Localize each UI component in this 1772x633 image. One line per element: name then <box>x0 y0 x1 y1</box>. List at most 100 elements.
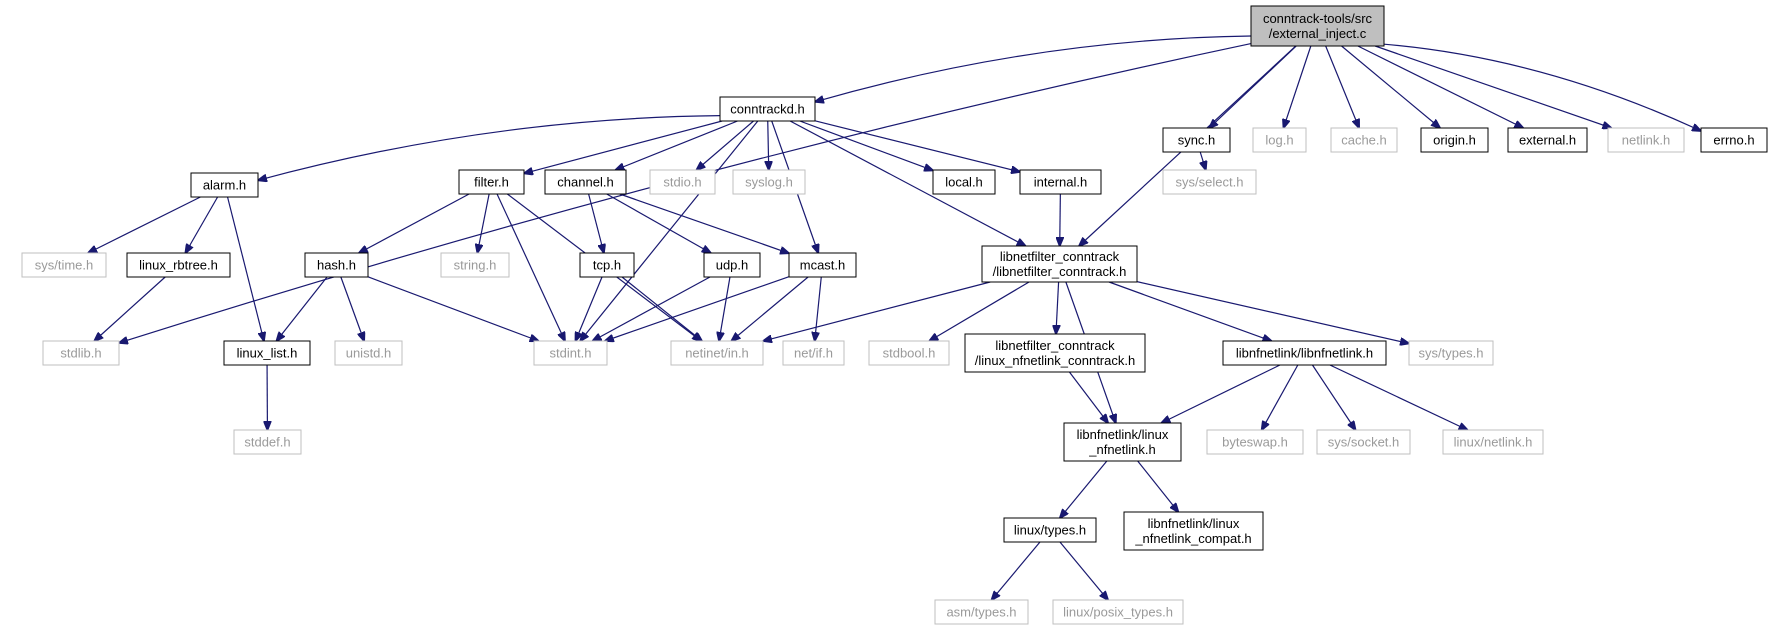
edges-layer <box>88 35 1701 600</box>
node-label-list: linux_list.h <box>237 346 298 361</box>
node-box-netinet <box>670 340 764 366</box>
edge-libnfnl-to-linuxnetlink <box>1329 364 1468 430</box>
node-tcp[interactable]: tcp.h <box>579 252 635 278</box>
node-label-systypes: sys/types.h <box>1418 346 1483 361</box>
node-label-tcp: tcp.h <box>593 258 621 273</box>
node-box-hash <box>304 252 369 278</box>
node-syssocket: sys/socket.h <box>1316 429 1411 455</box>
node-label-stdbool: stdbool.h <box>883 346 936 361</box>
node-label-stddef: stddef.h <box>244 435 290 450</box>
node-label-log: log.h <box>1265 133 1293 148</box>
node-stringh: string.h <box>440 252 510 278</box>
nodes-layer: conntrack-tools/src/external_inject.ccon… <box>21 5 1768 625</box>
node-label-nfnlcompat: libnfnetlink/linux <box>1148 516 1240 531</box>
node-label-local: local.h <box>945 175 983 190</box>
node-box-linuxtypes <box>1003 517 1097 543</box>
node-sync[interactable]: sync.h <box>1162 127 1231 153</box>
edge-lnfct-to-libnfnl <box>1108 281 1271 341</box>
node-box-nfnl <box>1063 422 1182 462</box>
node-netlink: netlink.h <box>1607 127 1685 153</box>
node-label-hash: hash.h <box>317 258 356 273</box>
node-lnfctnl[interactable]: libnetfilter_conntrack/linux_nfnetlink_c… <box>964 333 1146 373</box>
node-label-lnfctnl: libnetfilter_conntrack <box>995 338 1115 353</box>
node-label-channel: channel.h <box>557 175 613 190</box>
edge-channel-to-udp <box>606 193 711 253</box>
edge-conntrackd-to-filter <box>524 120 723 173</box>
edge-hash-to-list <box>276 276 328 341</box>
node-label-lnfct: libnetfilter_conntrack <box>1000 249 1120 264</box>
node-stdbool: stdbool.h <box>868 340 950 366</box>
node-alarm[interactable]: alarm.h <box>190 172 259 198</box>
node-external[interactable]: external.h <box>1507 127 1588 153</box>
node-netif: net/if.h <box>782 340 845 366</box>
edge-linuxtypes-to-asmtypes <box>992 541 1041 600</box>
node-label-linuxtypes: linux/types.h <box>1014 523 1086 538</box>
node-box-nfnlcompat <box>1123 511 1264 551</box>
edge-root-to-errno <box>1383 43 1701 131</box>
edge-conntrackd-to-alarm <box>258 115 721 181</box>
edge-sync-to-sysselect <box>1200 151 1206 170</box>
node-label-netif: net/if.h <box>794 346 833 361</box>
edge-filter-to-stdint <box>496 193 565 341</box>
node-box-unistd <box>334 340 403 366</box>
edge-nfnl-to-nfnlcompat <box>1137 460 1179 512</box>
node-label-netinet: netinet/in.h <box>685 346 749 361</box>
node-libnfnl[interactable]: libnfnetlink/libnfnetlink.h <box>1222 340 1387 366</box>
node-label-origin: origin.h <box>1433 133 1476 148</box>
node-label-sync: sync.h <box>1178 133 1216 148</box>
node-linuxtypes[interactable]: linux/types.h <box>1003 517 1097 543</box>
edge-hash-to-unistd <box>340 276 364 341</box>
edge-conntrackd-to-internal <box>814 120 1020 172</box>
node-stdint: stdint.h <box>533 340 608 366</box>
node-list[interactable]: linux_list.h <box>223 340 311 366</box>
node-conntrackd[interactable]: conntrackd.h <box>719 96 816 122</box>
node-box-byteswap <box>1206 429 1304 455</box>
edge-filter-to-stringh <box>477 193 490 253</box>
node-mcast[interactable]: mcast.h <box>788 252 857 278</box>
edge-linuxtypes-to-posixtypes <box>1059 541 1108 600</box>
node-label-sysselect: sys/select.h <box>1176 175 1244 190</box>
edge-conntrackd-to-local <box>799 120 933 170</box>
node-systime: sys/time.h <box>21 252 107 278</box>
node-udp[interactable]: udp.h <box>703 252 761 278</box>
edge-mcast-to-stdint <box>605 276 790 341</box>
node-internal[interactable]: internal.h <box>1019 169 1102 195</box>
node-box-log <box>1252 127 1307 153</box>
edge-alarm-to-rbtree <box>185 196 219 253</box>
node-errno[interactable]: errno.h <box>1700 127 1768 153</box>
node-origin[interactable]: origin.h <box>1420 127 1489 153</box>
node-box-external <box>1507 127 1588 153</box>
node-rbtree[interactable]: linux_rbtree.h <box>126 252 231 278</box>
node-lnfct[interactable]: libnetfilter_conntrack/libnetfilter_conn… <box>981 245 1138 283</box>
edge-libnfnl-to-syssocket <box>1311 364 1355 430</box>
edge-lnfct-to-lnfctnl <box>1056 281 1059 334</box>
node-channel[interactable]: channel.h <box>544 169 627 195</box>
edge-conntrackd-to-stdint <box>580 120 759 341</box>
node-box-errno <box>1700 127 1768 153</box>
node-label-cache: cache.h <box>1341 133 1387 148</box>
node-box-lnfct <box>981 245 1138 283</box>
node-box-linuxnetlink <box>1442 429 1544 455</box>
node-box-netif <box>782 340 845 366</box>
node-root[interactable]: conntrack-tools/src/external_inject.c <box>1250 5 1385 47</box>
node-label-posixtypes: linux/posix_types.h <box>1063 605 1173 620</box>
node-label-nfnlcompat: _nfnetlink_compat.h <box>1134 531 1251 546</box>
edge-udp-to-netinet <box>719 276 731 341</box>
node-label-alarm: alarm.h <box>203 178 246 193</box>
node-hash[interactable]: hash.h <box>304 252 369 278</box>
node-box-cache <box>1330 127 1398 153</box>
node-label-nfnl: libnfnetlink/linux <box>1077 427 1169 442</box>
node-box-internal <box>1019 169 1102 195</box>
node-label-syslog: syslog.h <box>745 175 793 190</box>
node-cache: cache.h <box>1330 127 1398 153</box>
edge-root-to-origin <box>1341 45 1441 128</box>
node-nfnl[interactable]: libnfnetlink/linux_nfnetlink.h <box>1063 422 1182 462</box>
edge-alarm-to-list <box>226 196 264 341</box>
edge-mcast-to-netif <box>815 276 822 341</box>
node-filter[interactable]: filter.h <box>458 169 525 195</box>
node-nfnlcompat[interactable]: libnfnetlink/linux_nfnetlink_compat.h <box>1123 511 1264 551</box>
node-label-errno: errno.h <box>1713 133 1754 148</box>
node-label-external: external.h <box>1519 133 1576 148</box>
node-local[interactable]: local.h <box>932 169 996 195</box>
node-label-nfnl: _nfnetlink.h <box>1088 442 1156 457</box>
